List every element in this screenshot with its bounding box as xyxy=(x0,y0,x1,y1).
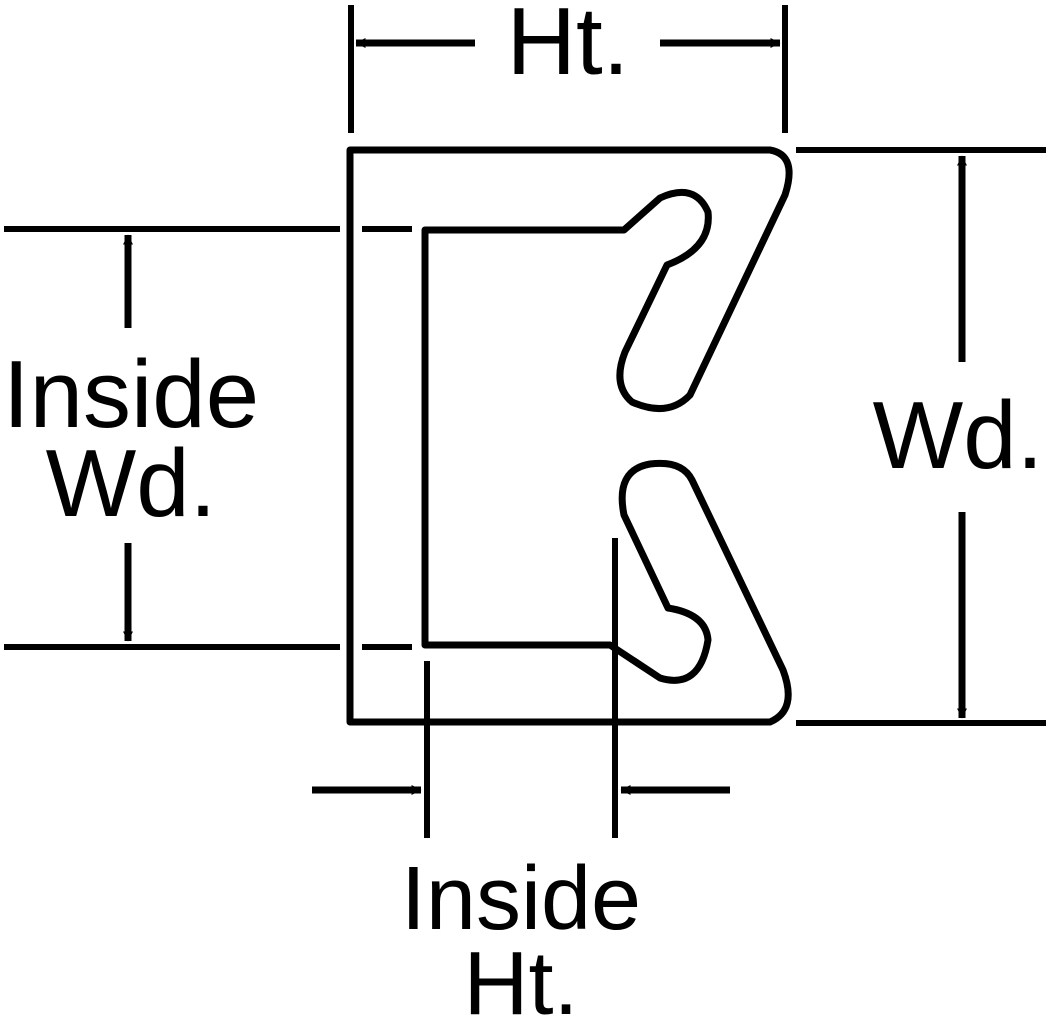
inside-width-label-line2: Wd. xyxy=(46,430,217,537)
width-dimension xyxy=(796,147,1046,726)
height-label: Ht. xyxy=(507,0,630,95)
width-label: Wd. xyxy=(873,382,1044,489)
height-dimension xyxy=(348,5,788,133)
inside-height-label-line2: Ht. xyxy=(463,934,578,1017)
channel-outer-outline xyxy=(346,146,793,726)
inside-width-dimension xyxy=(4,226,412,650)
inside-width-label-line1: Inside xyxy=(3,341,259,448)
channel-profile xyxy=(346,146,793,726)
inside-height-label-line1: Inside xyxy=(401,849,641,949)
inside-height-dimension xyxy=(312,538,730,838)
